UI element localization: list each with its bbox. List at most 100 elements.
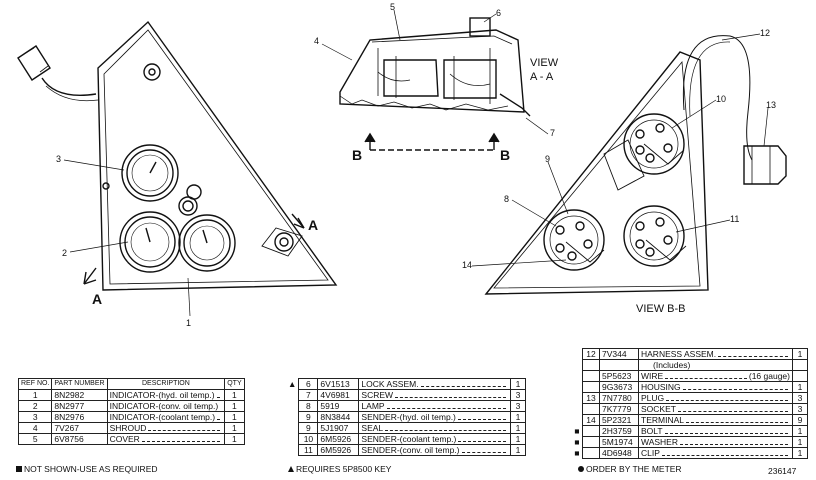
desc-cell: TERMINAL <box>638 414 793 426</box>
harness-connector-plug <box>17 45 99 102</box>
section-letter-b-right: B <box>500 147 510 163</box>
desc-text: SENDER-(hyd. oil temp.) <box>361 412 456 422</box>
part-cell: 5J1907 <box>317 422 360 434</box>
desc-text: WIRE <box>641 371 664 381</box>
table-row: 2 8N2977 INDICATOR-(conv. oil temp.) 1 <box>17 400 245 412</box>
table-row: 10 6M5926 SENDER-(coolant temp.) 1 <box>286 433 526 445</box>
mark-cell <box>572 393 583 404</box>
table-row: 9 5J1907 SEAL 1 <box>286 422 526 434</box>
desc-text: SENDER-(coolant temp.) <box>361 434 457 444</box>
desc-cell: BOLT <box>638 425 793 437</box>
table-row: 7 4V6981 SCREW 3 <box>286 389 526 401</box>
ref-cell: 3 <box>17 411 53 423</box>
conv-oil-temp-gauge <box>119 211 181 273</box>
desc-cell: SOCKET <box>638 403 793 415</box>
mark-cell <box>286 445 299 456</box>
callout-12: 12 <box>760 28 770 38</box>
coolant-temp-sender <box>623 113 685 175</box>
qty-cell: 3 <box>510 389 526 401</box>
desc-cell: PLUG <box>638 392 793 404</box>
desc-text: HARNESS ASSEM. <box>641 349 717 359</box>
mark-cell <box>286 401 299 412</box>
ref-cell: 13 <box>582 392 600 404</box>
section-letter-a-right: A <box>308 217 318 233</box>
part-cell: 5P2321 <box>599 414 639 426</box>
ref-cell: 6 <box>298 378 319 390</box>
ref-cell: 9 <box>298 411 319 423</box>
desc-cell: WIRE(16 gauge) <box>638 370 793 382</box>
section-letter-b-left: B <box>352 147 362 163</box>
callout-7: 7 <box>550 128 555 138</box>
part-cell: 6M5926 <box>317 433 360 445</box>
part-cell: 8N2982 <box>51 389 108 401</box>
ref-cell: 5 <box>17 433 53 445</box>
table2-footnote: REQUIRES 5P8500 KEY <box>288 464 391 474</box>
desc-text: INDICATOR-(conv. oil temp.) <box>109 401 219 411</box>
callout-1: 1 <box>186 318 191 328</box>
part-cell: 4D6948 <box>599 447 639 459</box>
table-row: 11 6M5926 SENDER-(conv. oil temp.) 1 <box>286 444 526 456</box>
ref-cell <box>582 425 600 437</box>
desc-text: (Includes) <box>653 360 691 370</box>
desc-text: LAMP <box>361 401 385 411</box>
ref-cell <box>582 370 600 382</box>
ref-cell <box>582 381 600 393</box>
qty-cell: 1 <box>224 411 245 423</box>
hyd-oil-temp-gauge <box>178 214 236 272</box>
desc-cell: INDICATOR-(conv. oil temp.) <box>106 400 226 412</box>
hyd-oil-temp-sender <box>543 209 605 271</box>
section-line-bb <box>364 132 500 151</box>
desc-text: SHROUD <box>109 423 147 433</box>
harness-plug-13 <box>743 145 787 185</box>
ref-cell <box>582 403 600 415</box>
view-aa-label-line1: VIEW <box>530 57 559 69</box>
table-row: ■ 5M1974 WASHER 1 <box>572 436 808 448</box>
table-row: 5P5623 WIRE(16 gauge) <box>572 370 808 382</box>
table1-note-text: NOT SHOWN-USE AS REQUIRED <box>24 464 158 474</box>
desc-text: BOLT <box>641 426 663 436</box>
header-ref: REF NO. <box>17 378 53 390</box>
desc-cell: HOUSING <box>638 381 793 393</box>
table-row: 3 8N2976 INDICATOR-(coolant temp.) 1 <box>17 411 245 423</box>
view-bb-label: VIEW B-B <box>636 303 686 315</box>
mark-cell <box>286 412 299 423</box>
qty-cell <box>792 370 808 382</box>
ref-cell: 12 <box>582 348 600 360</box>
desc-cell: SENDER-(conv. oil temp.) <box>358 444 511 456</box>
table-row: ▲ 6 6V1513 LOCK ASSEM. 1 <box>286 378 526 390</box>
ref-cell: 10 <box>298 433 319 445</box>
ref-cell: 2 <box>17 400 53 412</box>
table-row: 9G3673 HOUSING 1 <box>572 381 808 393</box>
part-cell: 7V344 <box>599 348 639 360</box>
desc-text: PLUG <box>641 393 665 403</box>
table-row: 5 6V8756 COVER 1 <box>17 433 245 445</box>
qty-cell: 1 <box>510 378 526 390</box>
part-cell: 9G3673 <box>599 381 639 393</box>
callout-8: 8 <box>504 194 509 204</box>
qty-cell: 1 <box>510 444 526 456</box>
qty-cell: 1 <box>224 422 245 434</box>
desc-cell: SENDER-(coolant temp.) <box>358 433 511 445</box>
desc-text: INDICATOR-(coolant temp.) <box>109 412 216 422</box>
table2-note-text: REQUIRES 5P8500 KEY <box>296 464 392 474</box>
triangle-bullet-icon <box>288 466 294 472</box>
qty-cell <box>792 359 808 371</box>
table-row: 14 5P2321 TERMINAL 9 <box>572 414 808 426</box>
parts-table-1: REF NO. PART NUMBER DESCRIPTION QTY 1 8N… <box>17 378 245 445</box>
qty-cell: 1 <box>792 425 808 437</box>
table-row: 8 5919 LAMP 3 <box>286 400 526 412</box>
qty-cell: 3 <box>792 392 808 404</box>
table1-footnote: NOT SHOWN-USE AS REQUIRED <box>16 464 158 474</box>
part-cell: 5919 <box>317 400 360 412</box>
qty-cell: 1 <box>510 433 526 445</box>
square-bullet-icon <box>16 466 22 472</box>
qty-cell: 1 <box>792 348 808 360</box>
desc-text: COVER <box>109 434 140 444</box>
qty-cell: 1 <box>510 422 526 434</box>
desc-text: SCREW <box>361 390 394 400</box>
desc-cell: INDICATOR-(coolant temp.) <box>106 411 226 423</box>
ref-cell <box>582 447 600 459</box>
callout-9: 9 <box>545 154 550 164</box>
ref-cell: 11 <box>298 444 319 456</box>
